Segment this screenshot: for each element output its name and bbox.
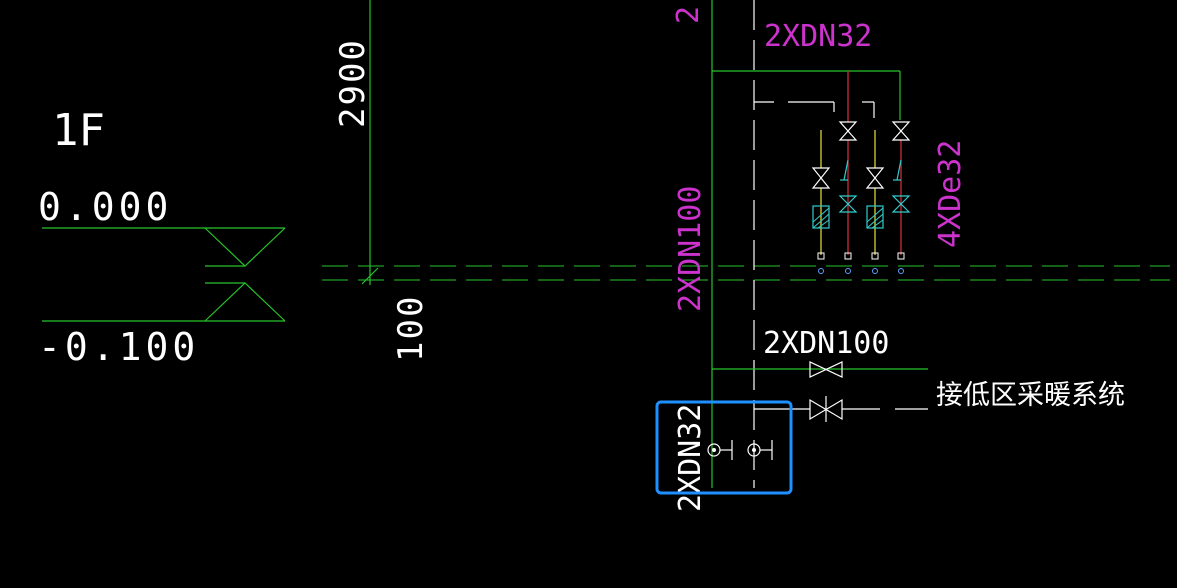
dimension-100-label: 100 — [391, 295, 431, 362]
elevation-upper-label: 0.000 — [38, 185, 172, 229]
balance-valve-icon — [838, 159, 911, 213]
riser-label: 2XDN100 — [673, 186, 708, 312]
low-zone-connection: 接低区采暖系统 — [712, 361, 1125, 422]
low-zone-return-valve-icon — [809, 398, 843, 421]
dimension-tick — [361, 267, 379, 285]
branch-pipes — [811, 71, 911, 274]
elevation-lower-label: -0.100 — [38, 325, 199, 369]
pipe-top-label: 2XDN32 — [764, 19, 872, 54]
branch-header — [712, 70, 901, 120]
floor-lines — [322, 265, 1170, 281]
low-zone-supply-valve-icon — [809, 361, 843, 378]
dimension-group: 2900 100 — [333, 0, 431, 362]
branch-dn100-label: 2XDN100 — [763, 326, 889, 361]
selection-highlight[interactable] — [655, 400, 793, 495]
pipe-end-cap-icon — [817, 252, 905, 274]
bottom-drain-group: 2XDN32 — [673, 404, 773, 512]
elevation-triangle-lower — [204, 282, 286, 322]
riser-pipes: 2 — [671, 0, 755, 488]
valve-icon — [811, 121, 911, 189]
dimension-2900-label: 2900 — [333, 38, 373, 128]
elevation-marker: 1F 0.000 -0.100 — [38, 105, 286, 369]
low-zone-connection-label: 接低区采暖系统 — [936, 380, 1125, 411]
heat-meter-icon — [812, 205, 884, 229]
top-partial-label: 2 — [671, 6, 706, 24]
floor-label: 1F — [52, 105, 105, 156]
bottom-pipe-label: 2XDN32 — [673, 404, 708, 512]
branch-group-label: 4XDe32 — [933, 140, 968, 248]
elevation-triangle-upper — [204, 227, 286, 267]
